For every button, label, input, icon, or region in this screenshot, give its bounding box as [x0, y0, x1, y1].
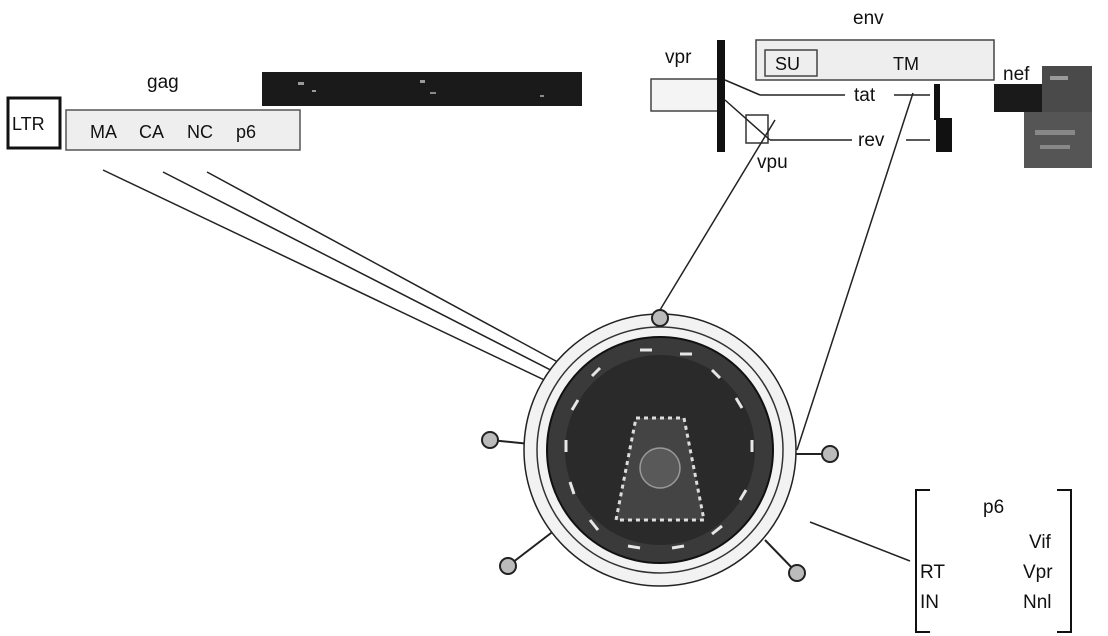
ltr3-lower-box [1024, 112, 1092, 168]
legend-vpr: Vpr [1023, 562, 1053, 583]
vpr-box [651, 79, 719, 111]
gag-label: gag [147, 72, 179, 93]
legend-vif: Vif [1029, 532, 1052, 553]
gag-segment-ca: CA [139, 122, 164, 142]
vpu-label: vpu [757, 152, 788, 173]
rna-genome [640, 448, 680, 488]
gag-segment-nc: NC [187, 122, 213, 142]
tat-exon2 [934, 84, 940, 120]
gag-segment-ma: MA [90, 122, 117, 142]
nef-label: nef [1003, 64, 1030, 85]
env-label: env [853, 8, 884, 29]
rev-label: rev [858, 130, 885, 151]
legend-nnl: Nnl [1023, 592, 1052, 613]
vpr-label: vpr [665, 47, 692, 68]
rev-exon2 [936, 118, 952, 152]
legend-rt: RT [920, 562, 945, 583]
nef-box [994, 84, 1044, 112]
virion [482, 310, 838, 586]
connector-lines [103, 93, 913, 561]
legend-p6: p6 [983, 497, 1004, 518]
ltr-label: LTR [12, 114, 45, 134]
pol-block [262, 72, 582, 106]
vif-bar [717, 40, 725, 152]
legend-in: IN [920, 592, 939, 613]
gag-segment-p6: p6 [236, 122, 256, 142]
tat-rev-splice-lines [725, 80, 930, 140]
env-segment-tm: TM [893, 54, 919, 74]
env-segment-su: SU [775, 54, 800, 74]
tat-label: tat [854, 85, 876, 106]
ltr3-box [1042, 66, 1092, 120]
